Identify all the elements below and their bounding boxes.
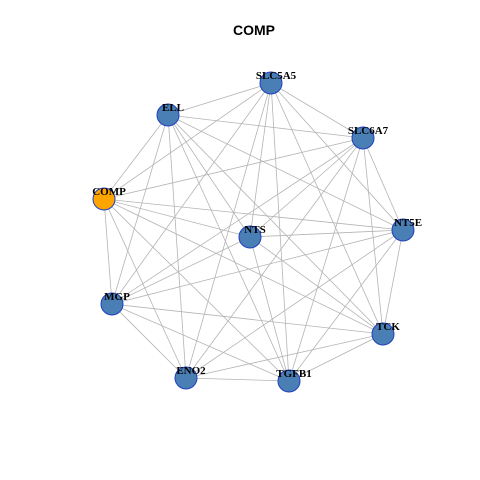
edge-nt5e-tck xyxy=(382,229,404,335)
node-circle-tgfb1 xyxy=(277,369,301,393)
node-nt5e: NT5E xyxy=(391,217,422,242)
edge-slc5a5-tck xyxy=(270,82,384,335)
edge-ell-tck xyxy=(167,114,384,335)
edge-eno2-tgfb1 xyxy=(185,377,290,382)
node-circle-eno2 xyxy=(174,366,198,390)
edge-mgp-tck xyxy=(111,303,384,335)
edge-mgp-tgfb1 xyxy=(111,303,290,382)
edge-slc6a7-comp xyxy=(103,137,364,200)
edge-slc5a5-eno2 xyxy=(185,82,272,379)
edge-slc5a5-ell xyxy=(167,82,272,116)
edge-mgp-eno2 xyxy=(111,303,187,379)
edge-slc6a7-nts xyxy=(249,137,364,238)
edge-ell-eno2 xyxy=(167,114,187,379)
node-circle-slc6a7 xyxy=(351,126,375,150)
node-circle-slc5a5 xyxy=(259,71,283,95)
edge-comp-tgfb1 xyxy=(103,198,290,382)
edge-ell-tgfb1 xyxy=(167,114,290,382)
node-nts: NTS xyxy=(238,224,266,249)
node-label-slc5a5: SLC5A5 xyxy=(256,70,297,82)
edge-nt5e-mgp xyxy=(111,229,404,305)
edge-slc5a5-nt5e xyxy=(270,82,404,231)
node-circle-ell xyxy=(156,103,180,127)
node-label-tgfb1: TGFB1 xyxy=(276,368,311,380)
edge-ell-nts xyxy=(167,114,251,238)
edge-tck-eno2 xyxy=(185,333,384,379)
edge-nts-tck xyxy=(249,236,384,335)
node-label-comp: COMP xyxy=(92,186,126,198)
node-label-eno2: ENO2 xyxy=(176,365,206,377)
edge-slc5a5-slc6a7 xyxy=(270,82,364,139)
edge-nt5e-tgfb1 xyxy=(288,229,404,382)
edge-slc6a7-mgp xyxy=(111,137,364,305)
edge-nt5e-eno2 xyxy=(185,229,404,379)
node-circle-nts xyxy=(238,225,262,249)
edge-slc6a7-tgfb1 xyxy=(288,137,364,382)
edge-tck-tgfb1 xyxy=(288,333,384,382)
graph-title: COMP xyxy=(233,22,275,38)
edge-nts-mgp xyxy=(111,236,251,305)
edge-comp-nt5e xyxy=(103,198,404,231)
node-mgp: MGP xyxy=(100,291,130,316)
node-circle-tck xyxy=(371,322,395,346)
node-circle-mgp xyxy=(100,292,124,316)
edge-nts-tgfb1 xyxy=(249,236,290,382)
node-label-nts: NTS xyxy=(244,224,265,236)
edge-ell-comp xyxy=(103,114,169,200)
node-label-mgp: MGP xyxy=(104,291,130,303)
edge-slc5a5-mgp xyxy=(111,82,272,305)
edge-nts-nt5e xyxy=(249,229,404,238)
edge-slc5a5-comp xyxy=(103,82,272,200)
node-label-tck: TCK xyxy=(376,321,400,333)
edge-layer xyxy=(103,82,404,382)
node-tck: TCK xyxy=(371,321,400,346)
node-label-slc6a7: SLC6A7 xyxy=(348,125,389,137)
edge-slc5a5-tgfb1 xyxy=(270,82,290,382)
edge-comp-nts xyxy=(103,198,251,238)
node-slc6a7: SLC6A7 xyxy=(348,125,389,150)
edge-comp-mgp xyxy=(103,198,113,305)
edge-ell-mgp xyxy=(111,114,169,305)
node-label-nt5e: NT5E xyxy=(394,217,422,229)
node-eno2: ENO2 xyxy=(174,365,206,390)
node-circle-comp xyxy=(92,187,116,211)
edge-comp-tck xyxy=(103,198,384,335)
edge-ell-slc6a7 xyxy=(167,114,364,139)
edge-comp-eno2 xyxy=(103,198,187,379)
node-tgfb1: TGFB1 xyxy=(276,368,312,393)
edge-slc6a7-eno2 xyxy=(185,137,364,379)
node-comp: COMP xyxy=(92,186,126,211)
node-circle-nt5e xyxy=(391,218,415,242)
node-label-ell: ELL xyxy=(162,102,184,114)
edge-slc6a7-nt5e xyxy=(362,137,404,231)
node-slc5a5: SLC5A5 xyxy=(256,70,297,95)
edge-slc6a7-tck xyxy=(362,137,384,335)
node-ell: ELL xyxy=(156,102,184,127)
edge-ell-nt5e xyxy=(167,114,404,231)
